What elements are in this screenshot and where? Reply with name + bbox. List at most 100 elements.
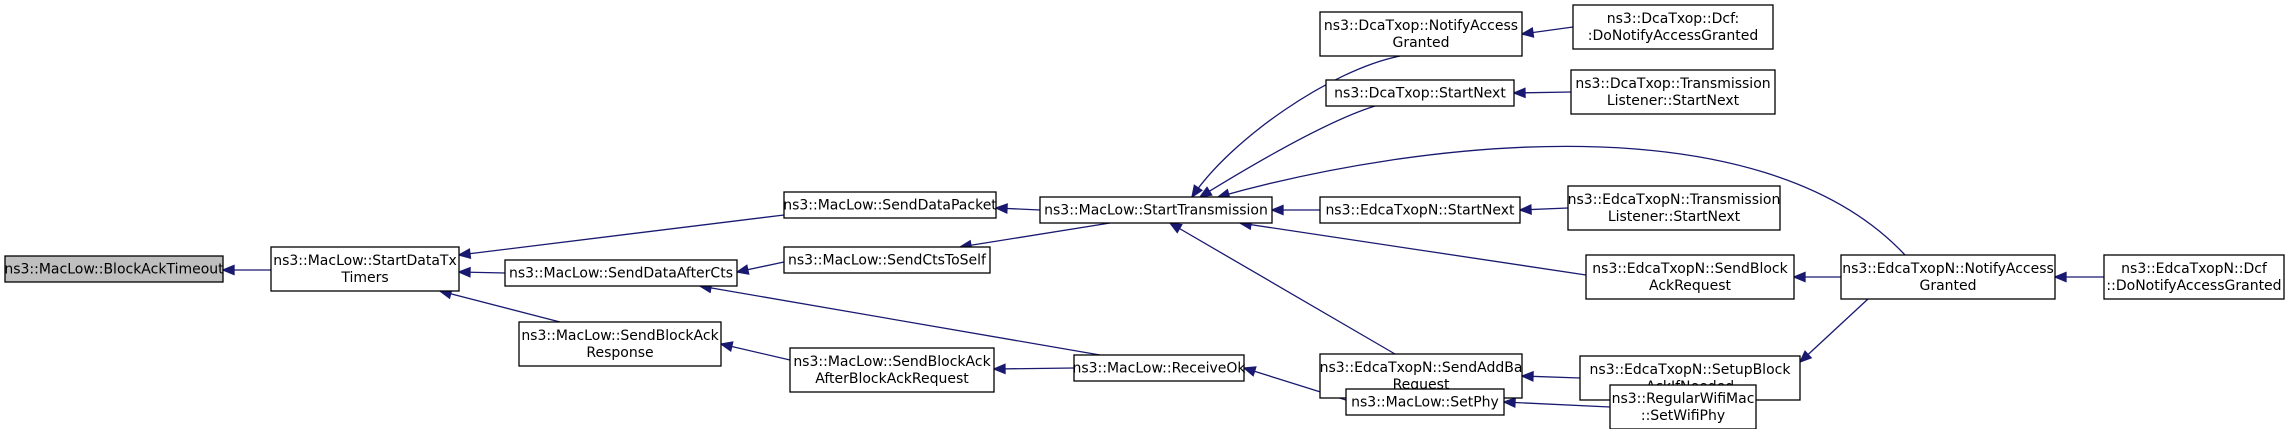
- node-box: [1567, 185, 1781, 231]
- arrowhead: [735, 264, 750, 275]
- edge-n20-to-n7: [1216, 145, 1906, 256]
- arrowhead: [992, 363, 1006, 375]
- node-ns3-edcatxopn-notifyaccessgranted[interactable]: ns3::EdcaTxopN::NotifyAccessGranted: [1840, 254, 2056, 300]
- node-ns3-maclow-senddataaftercts[interactable]: ns3::MacLow::SendDataAfterCts: [504, 259, 738, 287]
- node-box: [1039, 196, 1273, 224]
- arrowhead: [1502, 397, 1516, 409]
- edge-line: [1191, 55, 1401, 198]
- edge-n11-to-n7: [1270, 204, 1320, 216]
- node-ns3-maclow-setphy[interactable]: ns3::MacLow::SetPhy: [1345, 388, 1505, 416]
- arrowhead: [994, 203, 1008, 214]
- node-label-line: ns3::MacLow::SendBlockAck: [521, 328, 719, 344]
- edge-line: [439, 290, 561, 323]
- node-label-line: ns3::MacLow::SendCtsToSelf: [788, 253, 987, 269]
- edge-line: [1799, 298, 1869, 363]
- node-label-line: ns3::MacLow::SendDataAfterCts: [509, 266, 733, 282]
- node-ns3-dcatxop-startnext[interactable]: ns3::DcaTxop::StartNext: [1325, 79, 1515, 107]
- node-box: [783, 246, 991, 274]
- arrowhead: [1512, 87, 1526, 99]
- node-label-line: ns3::EdcaTxopN::SendAddBa: [1320, 360, 1523, 376]
- node-label-line: ns3::MacLow::SendBlockAck: [793, 354, 991, 370]
- node-ns3-edcatxopn-dcf-donotifyaccessgranted[interactable]: ns3::EdcaTxopN::Dcf::DoNotifyAccessGrant…: [2103, 254, 2285, 300]
- node-label-line: ::SetWifiPhy: [1641, 408, 1725, 424]
- node-label-line: ::DoNotifyAccessGranted: [2106, 278, 2281, 294]
- node-label-line: ns3::RegularWifiMac: [1612, 391, 1755, 407]
- node-ns3-dcatxop-transmissionlistener-startnext[interactable]: ns3::DcaTxop::TransmissionListener::Star…: [1570, 69, 1776, 115]
- arrowhead: [1520, 26, 1535, 38]
- node-box: [270, 246, 460, 292]
- arrowhead: [457, 266, 471, 278]
- edge-n2-to-n1: [457, 214, 785, 260]
- node-ns3-edcatxopn-startnext[interactable]: ns3::EdcaTxopN::StartNext: [1319, 196, 1521, 224]
- edge-line: [1217, 145, 1906, 256]
- node-label-line: ns3::DcaTxop::StartNext: [1334, 86, 1506, 102]
- edge-n19-to-n13: [1502, 397, 1611, 409]
- node-label-line: ns3::MacLow::BlockAckTimeout: [4, 262, 224, 278]
- node-ns3-maclow-sendctstoself[interactable]: ns3::MacLow::SendCtsToSelf: [783, 246, 991, 274]
- edge-line: [458, 214, 785, 256]
- edge-line: [720, 343, 791, 361]
- node-ns3-maclow-starttransmission[interactable]: ns3::MacLow::StartTransmission: [1039, 196, 1273, 224]
- node-label-line: ns3::MacLow::ReceiveOk: [1072, 361, 1246, 377]
- arrowhead: [1191, 184, 1204, 199]
- node-box: [504, 259, 738, 287]
- arrowhead: [2053, 271, 2067, 283]
- node-ns3-maclow-senddatapacket[interactable]: ns3::MacLow::SendDataPacket: [783, 191, 997, 219]
- edge-line: [993, 367, 1075, 370]
- node-box: [1345, 388, 1505, 416]
- arrowhead: [1518, 204, 1532, 215]
- edge-line: [1239, 222, 1587, 276]
- edge-n8-to-n6: [992, 363, 1075, 375]
- node-label-line: ns3::EdcaTxopN::NotifyAccess: [1842, 261, 2054, 277]
- node-label-line: Timers: [340, 270, 388, 286]
- arrowhead: [719, 341, 734, 352]
- node-ns3-edcatxopn-transmissionlistener-startnext[interactable]: ns3::EdcaTxopN::TransmissionListener::St…: [1567, 185, 1781, 231]
- arrowhead: [457, 248, 472, 260]
- node-label-line: ns3::DcaTxop::Transmission: [1575, 76, 1770, 92]
- arrowhead: [1242, 366, 1257, 377]
- edge-n12-to-n7: [1168, 222, 1396, 355]
- arrowhead: [1270, 204, 1284, 216]
- arrowhead: [1792, 271, 1806, 283]
- node-label-line: ns3::MacLow::SetPhy: [1351, 395, 1499, 411]
- edge-n4-to-n1: [438, 288, 561, 323]
- node-ns3-regularwifimac-setwifiphy[interactable]: ns3::RegularWifiMac::SetWifiPhy: [1609, 384, 1757, 429]
- node-label-line: ns3::DcaTxop::Dcf:: [1607, 11, 1739, 27]
- arrowhead: [221, 264, 235, 276]
- node-box: [1585, 254, 1795, 300]
- node-label-line: AfterBlockAckRequest: [815, 371, 969, 387]
- edge-n14-to-n9: [1520, 26, 1574, 38]
- node-ns3-maclow-sendblockackafterblockackrequest[interactable]: ns3::MacLow::SendBlockAckAfterBlockAckRe…: [789, 347, 995, 393]
- edge-n8-to-n3: [698, 282, 1101, 356]
- arrowhead: [1168, 222, 1183, 234]
- node-ns3-maclow-receiveok[interactable]: ns3::MacLow::ReceiveOk: [1072, 354, 1246, 382]
- node-box: [783, 191, 997, 219]
- edge-n20-to-n18: [1798, 298, 1869, 364]
- node-label-line: Listener::StartNext: [1608, 209, 1741, 225]
- node-box: [1570, 69, 1776, 115]
- node-box: [789, 347, 995, 393]
- node-box: [1319, 11, 1523, 57]
- edge-n21-to-n20: [2053, 271, 2104, 283]
- edge-n20-to-n17: [1792, 271, 1841, 283]
- edge-line: [699, 285, 1101, 356]
- nodes-layer: ns3::MacLow::BlockAckTimeoutns3::MacLow:…: [4, 4, 2285, 429]
- node-ns3-dcatxop-notifyaccessgranted[interactable]: ns3::DcaTxop::NotifyAccessGranted: [1319, 11, 1523, 57]
- node-label-line: ns3::MacLow::StartDataTx: [273, 253, 457, 269]
- edge-line: [959, 222, 1111, 248]
- edge-n7-to-n2: [994, 203, 1041, 214]
- node-box: [1073, 354, 1245, 382]
- node-label-line: ns3::DcaTxop::NotifyAccess: [1324, 18, 1518, 34]
- edge-n18-to-n12: [1520, 370, 1581, 382]
- edge-n16-to-n11: [1518, 204, 1569, 215]
- node-box: [1319, 196, 1521, 224]
- node-label-line: ns3::EdcaTxopN::Transmission: [1568, 192, 1781, 208]
- node-ns3-dcatxop-dcf-donotifyaccessgranted[interactable]: ns3::DcaTxop::Dcf::DoNotifyAccessGranted: [1572, 4, 1774, 50]
- node-box: [518, 321, 722, 367]
- node-label-line: AckRequest: [1649, 278, 1732, 294]
- arrowhead: [1520, 370, 1534, 382]
